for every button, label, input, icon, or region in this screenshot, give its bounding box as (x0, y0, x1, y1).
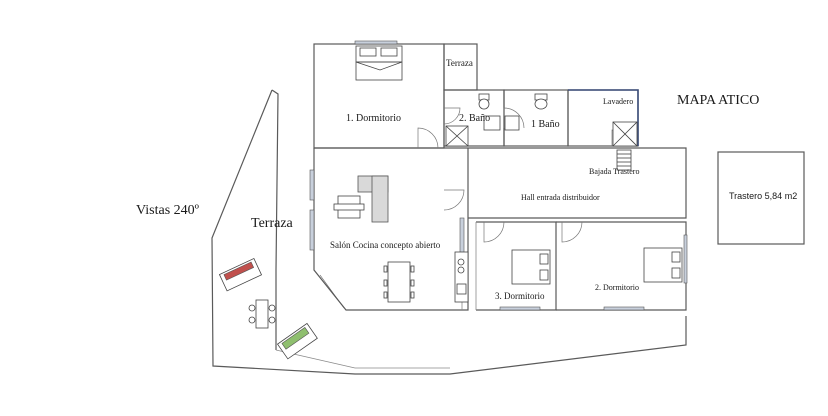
terrace-furniture (218, 257, 318, 360)
salon-furniture (333, 175, 469, 303)
room-label-bano-2: 2. Baño (459, 113, 490, 124)
room-label-bajada-trastero: Bajada Trastero (589, 167, 639, 176)
room-label-lavadero: Lavadero (603, 97, 633, 106)
room-label-terraza-small: Terraza (446, 58, 473, 68)
room-label-bano-1: 1 Baño (531, 119, 560, 130)
room-label-hall: Hall entrada distribuidor (521, 193, 600, 202)
bed-dormitorio-1 (355, 45, 403, 81)
room-label-salon: Salón Cocina concepto abierto (330, 240, 441, 250)
room-label-dormitorio-2: 2. Dormitorio (595, 283, 639, 292)
trastero-box (717, 151, 805, 245)
view-label: Vistas 240º (136, 203, 200, 218)
trastero-label: Trastero 5,84 m2 (729, 191, 797, 201)
room-label-terraza: Terraza (251, 216, 294, 231)
bed-dormitorio-2 (643, 247, 683, 283)
plan-title: MAPA ATICO (677, 93, 759, 108)
windows (309, 40, 688, 311)
room-label-dormitorio-1: 1. Dormitorio (346, 113, 401, 124)
stairs (616, 149, 632, 171)
doors (417, 107, 629, 243)
bathroom-fixtures (445, 93, 638, 147)
bed-dormitorio-3 (511, 249, 551, 285)
room-label-dormitorio-3: 3. Dormitorio (495, 291, 545, 301)
